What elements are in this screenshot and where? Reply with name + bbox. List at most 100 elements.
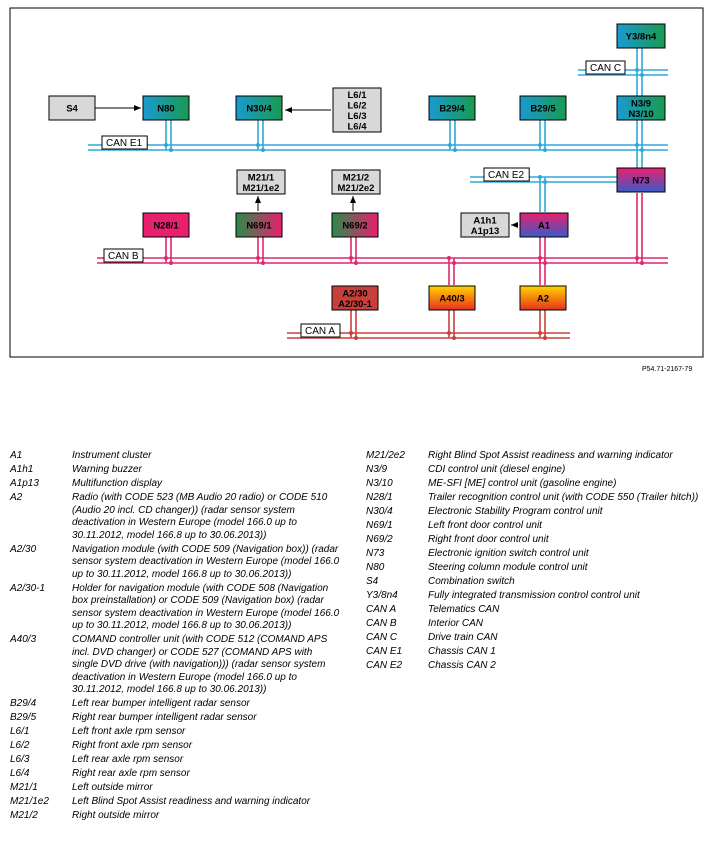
legend-row: M21/2 Right outside mirror <box>10 810 340 823</box>
module-label: M21/1e2 <box>243 183 280 194</box>
bus-junction <box>543 336 547 340</box>
legend-description: Interior CAN <box>428 618 484 629</box>
module-box <box>142 212 190 238</box>
module-label: B29/4 <box>439 104 465 115</box>
module-label: M21/2e2 <box>338 183 375 194</box>
bus-label-canb: CAN B <box>108 251 139 262</box>
bus-junction <box>169 261 173 265</box>
bus-junction <box>640 261 644 265</box>
legend-code: N3/9 <box>366 464 388 475</box>
bus-junction <box>448 143 452 147</box>
module-n69-2: N69/2 <box>331 212 379 238</box>
legend-code: A1h1 <box>10 464 34 475</box>
module-label: L6/1 <box>347 90 367 101</box>
bus-label-box-cana <box>300 323 341 338</box>
bus-junction <box>349 256 353 260</box>
legend-description: Right outside mirror <box>72 810 160 821</box>
legend-code: A1 <box>10 450 23 461</box>
bus-label-box-cane1 <box>101 135 148 150</box>
legend-code: CAN B <box>366 618 397 629</box>
legend-description: Chassis CAN 1 <box>428 646 496 657</box>
module-l6: L6/1L6/2L6/3L6/4 <box>332 87 382 133</box>
legend-code: S4 <box>366 576 379 587</box>
legend-row: L6/1 Left front axle rpm sensor <box>10 726 340 739</box>
legend-code: M21/2e2 <box>366 450 405 461</box>
module-box <box>332 87 382 133</box>
bus-junction <box>447 331 451 335</box>
module-b29-4: B29/4 <box>428 95 476 121</box>
bus-junction <box>261 261 265 265</box>
legend-description: Left front door control unit <box>428 520 542 531</box>
bus-junction <box>635 143 639 147</box>
bus-junction <box>261 148 265 152</box>
module-n69-1: N69/1 <box>235 212 283 238</box>
bus-junction <box>543 261 547 265</box>
legend-code: CAN C <box>366 632 398 643</box>
legend-description: Trailer recognition control unit (with C… <box>428 492 699 503</box>
bus-junction <box>635 68 639 72</box>
module-label: A40/3 <box>439 294 464 305</box>
bus-junction <box>640 148 644 152</box>
legend-code: A2 <box>10 492 23 503</box>
legend-description: Left front axle rpm sensor <box>72 726 186 737</box>
module-label: N73 <box>632 176 649 187</box>
module-label: A1p13 <box>471 226 500 237</box>
module-n3: N3/9N3/10 <box>616 95 666 121</box>
module-label: A2/30 <box>342 288 367 299</box>
module-box <box>235 212 283 238</box>
legend-description: Instrument cluster <box>72 450 152 461</box>
module-label: N3/10 <box>628 109 653 120</box>
legend-code: M21/2 <box>10 810 38 821</box>
bus-label-cane2: CAN E2 <box>488 170 525 181</box>
legend-code: B29/4 <box>10 698 37 709</box>
bus-junction <box>349 331 353 335</box>
module-label: N69/1 <box>246 221 272 232</box>
legend-description: CDI control unit (diesel engine) <box>428 464 566 475</box>
legend-description: Radio (with CODE 523 (MB Audio 20 radio)… <box>72 492 328 541</box>
legend-description: Electronic ignition switch control unit <box>428 548 589 559</box>
bus-label-box-canc <box>585 60 626 75</box>
legend-description: Electronic Stability Program control uni… <box>428 506 603 517</box>
legend-code: Y3/8n4 <box>366 590 398 601</box>
bus-junction <box>452 261 456 265</box>
module-box <box>519 212 569 238</box>
module-s4: S4 <box>48 95 96 121</box>
module-label: N28/1 <box>153 221 179 232</box>
module-label: Y3/8n4 <box>626 32 657 43</box>
legend-code: L6/2 <box>10 740 30 751</box>
legend-code: L6/1 <box>10 726 30 737</box>
module-label: A1 <box>538 221 551 232</box>
bus-junction <box>538 175 542 179</box>
legend-description: Steering column module control unit <box>428 562 588 573</box>
module-label: L6/4 <box>347 121 367 132</box>
legend-code: A40/3 <box>10 634 37 645</box>
legend-code: N73 <box>366 548 385 559</box>
module-n80: N80 <box>142 95 190 121</box>
legend-description: Holder for navigation module (with CODE … <box>72 582 340 632</box>
bus-junction <box>354 336 358 340</box>
legend-code: L6/4 <box>10 768 30 779</box>
module-box <box>519 95 567 121</box>
bus-junction <box>256 256 260 260</box>
module-label: N69/2 <box>342 221 367 232</box>
bus-label-box-canb <box>103 248 144 263</box>
legend-code: N28/1 <box>366 492 393 503</box>
legend-description: ME-SFI [ME] control unit (gasoline engin… <box>428 478 617 489</box>
module-box <box>48 95 96 121</box>
module-box <box>519 285 567 311</box>
module-box <box>460 212 510 238</box>
bus-label-box-cane2 <box>483 167 530 182</box>
module-box <box>428 285 476 311</box>
bus-junction <box>447 256 451 260</box>
